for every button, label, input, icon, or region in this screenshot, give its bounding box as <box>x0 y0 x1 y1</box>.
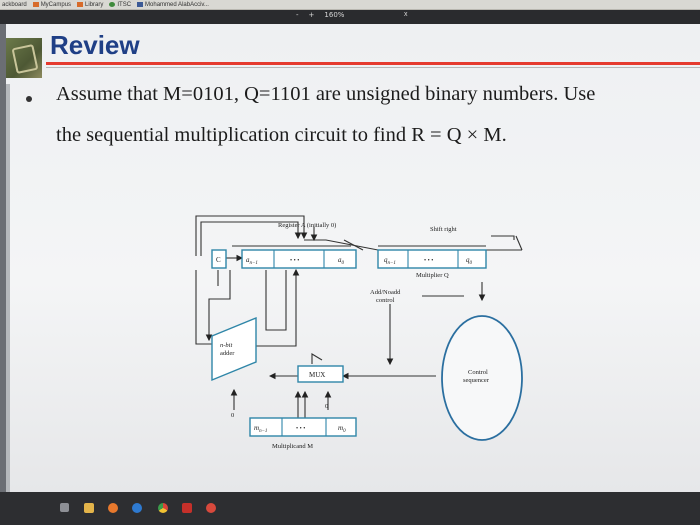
question-line-1: Assume that M=0101, Q=1101 are unsigned … <box>56 83 596 105</box>
multiplicand-label: Multiplicand M <box>272 443 313 450</box>
slide-left-edge <box>6 84 10 492</box>
bookmark-label: ackboard <box>2 1 27 8</box>
bookmark-label: MyCampus <box>40 1 72 8</box>
bookmarks-bar: ackboard MyCampus Library ITSC Mohammed … <box>0 0 700 10</box>
a-high-label: an−1 <box>246 256 258 266</box>
control-label: control <box>376 297 395 304</box>
library-icon <box>77 2 84 7</box>
slide: Review Assume that M=0101, Q=1101 are un… <box>6 24 700 492</box>
windows-taskbar <box>0 492 700 525</box>
m-ellipsis: • • • <box>296 426 305 432</box>
a-low-label: a0 <box>338 256 345 266</box>
zoom-controls: - + 160% <box>296 11 344 19</box>
sequencer-label-2: sequencer <box>463 377 490 384</box>
carry-register <box>211 249 227 269</box>
sequential-multiplier-diagram: Register A (initially 0) Shift right C a… <box>195 215 523 450</box>
profile-icon <box>137 2 144 7</box>
slide-title: Review <box>50 30 140 60</box>
itsc-icon <box>109 2 116 7</box>
bookmark-mohammed[interactable]: Mohammed AlabAcciv... <box>137 2 209 8</box>
task-view-icon[interactable] <box>60 503 69 512</box>
add-noadd-label: Add/Noadd <box>370 289 401 296</box>
app-icon[interactable] <box>206 503 216 513</box>
q-ellipsis: • • • <box>424 258 433 264</box>
bookmark-blackboard[interactable]: ackboard <box>2 2 27 8</box>
bullet-point <box>26 96 32 102</box>
register-m <box>249 417 357 437</box>
register-q <box>377 249 487 269</box>
register-a <box>241 249 357 269</box>
m-high-label: mn−1 <box>254 424 267 434</box>
bookmark-label: Library <box>85 1 104 8</box>
n-bit-adder <box>211 316 257 382</box>
zero-mux-label: 0 <box>325 403 328 410</box>
mycampus-icon <box>32 2 39 7</box>
mux-label: MUX <box>309 371 325 379</box>
a-ellipsis: • • • <box>290 258 299 264</box>
close-icon[interactable]: x <box>404 11 408 18</box>
bookmark-itsc[interactable]: ITSC <box>109 2 131 8</box>
zoom-in-button[interactable]: + <box>308 11 315 19</box>
title-divider-thin <box>46 67 700 68</box>
adder-label-2: adder <box>220 350 235 357</box>
sequencer-label-1: Control <box>468 369 488 376</box>
slide-decoration-image <box>6 38 42 78</box>
bookmark-label: ITSC <box>117 1 132 8</box>
zero-left-label: 0 <box>231 412 234 419</box>
q-low-label: q0 <box>466 256 473 266</box>
bookmark-library[interactable]: Library <box>77 2 103 8</box>
title-divider <box>46 62 700 65</box>
multiplier-label: Multiplier Q <box>416 272 449 279</box>
question-line-2: the sequential multiplication circuit to… <box>56 124 507 146</box>
bookmark-label: Mohammed AlabAcciv... <box>145 1 209 8</box>
firefox-icon[interactable] <box>108 503 118 513</box>
edge-icon[interactable] <box>132 503 142 513</box>
viewer-toolbar: - + 160% x <box>0 10 700 24</box>
acrobat-icon[interactable] <box>182 503 192 513</box>
c-label: C <box>216 256 221 264</box>
q-high-label: qn−1 <box>384 256 396 266</box>
zoom-out-button[interactable]: - <box>296 11 299 19</box>
bookmark-mycampus[interactable]: MyCampus <box>32 1 72 8</box>
control-sequencer <box>441 315 523 441</box>
m-low-label: m0 <box>338 424 346 434</box>
register-a-label: Register A (initially 0) <box>278 222 336 229</box>
mux-block <box>297 365 344 383</box>
adder-label-1: n-bit <box>220 342 232 349</box>
shift-right-label: Shift right <box>430 226 457 233</box>
chrome-icon[interactable] <box>158 503 168 513</box>
zoom-level: 160% <box>324 11 345 19</box>
file-explorer-icon[interactable] <box>84 503 94 513</box>
